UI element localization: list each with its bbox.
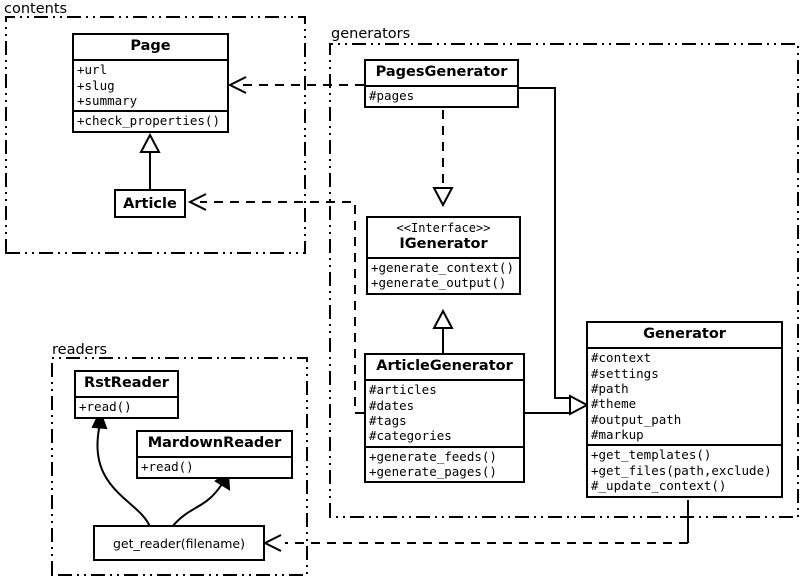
attribute-row: +summary (77, 92, 138, 108)
attribute-row: +slug (77, 77, 115, 93)
class-title-page: Page (130, 38, 171, 54)
method-row: +generate_feeds() (369, 448, 497, 464)
class-name-igenerator: IGenerator (399, 235, 488, 252)
attribute-row: #tags (369, 412, 407, 428)
class-title-articlegenerator: ArticleGenerator (376, 358, 513, 374)
package-label-readers: readers (52, 342, 108, 358)
attribute-row: #categories (369, 428, 452, 444)
class-title-generator: Generator (643, 326, 726, 342)
function-label-get-reader: get_reader(filename) (113, 535, 245, 551)
attribute-row: #pages (369, 88, 415, 104)
class-methods-page: +check_properties() (74, 110, 227, 130)
attribute-row: #settings (591, 365, 659, 381)
class-attributes-articlegenerator: #articles #dates #tags #categories (366, 379, 523, 446)
method-row: +get_templates() (591, 447, 712, 463)
method-row: +generate_pages() (369, 464, 497, 480)
attribute-row: #theme (591, 396, 637, 412)
class-box-pagesgenerator[interactable]: PagesGenerator #pages (364, 59, 519, 108)
class-box-igenerator[interactable]: <<Interface>> IGenerator +generate_conte… (366, 216, 521, 295)
method-row: +read() (79, 399, 132, 415)
class-methods-mardownreader: +read() (138, 456, 291, 476)
package-label-contents: contents (4, 1, 68, 17)
attribute-row: #dates (369, 397, 415, 413)
class-title-igenerator: <<Interface>> IGenerator (368, 218, 519, 257)
class-box-mardownreader[interactable]: MardownReader +read() (136, 430, 293, 479)
method-row: +get_files(path,exclude) (591, 462, 772, 478)
method-row: #_update_context() (591, 478, 727, 494)
method-row: +check_properties() (77, 113, 220, 129)
class-methods-rstreader: +read() (76, 396, 177, 416)
method-row: +generate_context() (371, 260, 514, 276)
class-attributes-page: +url +slug +summary (74, 59, 227, 110)
class-title-rstreader: RstReader (84, 375, 169, 391)
class-stereotype-igenerator: <<Interface>> (396, 221, 491, 235)
attribute-row: #path (591, 380, 629, 396)
class-title-pagesgenerator: PagesGenerator (375, 64, 508, 80)
class-box-rstreader[interactable]: RstReader +read() (74, 370, 179, 419)
class-box-article[interactable]: Article (114, 189, 186, 218)
class-methods-generator: +get_templates() +get_files(path,exclude… (588, 444, 781, 495)
class-attributes-generator: #context #settings #path #theme #output_… (588, 347, 781, 444)
attribute-row: #output_path (591, 411, 682, 427)
class-box-generator[interactable]: Generator #context #settings #path #them… (586, 321, 783, 498)
attribute-row: +url (77, 62, 108, 78)
class-title-mardownreader: MardownReader (147, 435, 282, 451)
method-row: +read() (141, 459, 194, 475)
function-box-get-reader[interactable]: get_reader(filename) (93, 525, 265, 561)
class-methods-articlegenerator: +generate_feeds() +generate_pages() (366, 445, 523, 482)
class-box-articlegenerator[interactable]: ArticleGenerator #articles #dates #tags … (364, 353, 525, 484)
attribute-row: #context (591, 350, 652, 366)
class-attributes-pagesgenerator: #pages (366, 85, 517, 105)
attribute-row: #articles (369, 382, 437, 398)
attribute-row: #markup (591, 427, 644, 443)
class-methods-igenerator: +generate_context() +generate_output() (368, 257, 519, 293)
package-label-generators: generators (331, 26, 411, 42)
method-row: +generate_output() (371, 275, 507, 291)
class-title-article: Article (123, 195, 177, 212)
class-box-page[interactable]: Page +url +slug +summary +check_properti… (72, 33, 229, 133)
